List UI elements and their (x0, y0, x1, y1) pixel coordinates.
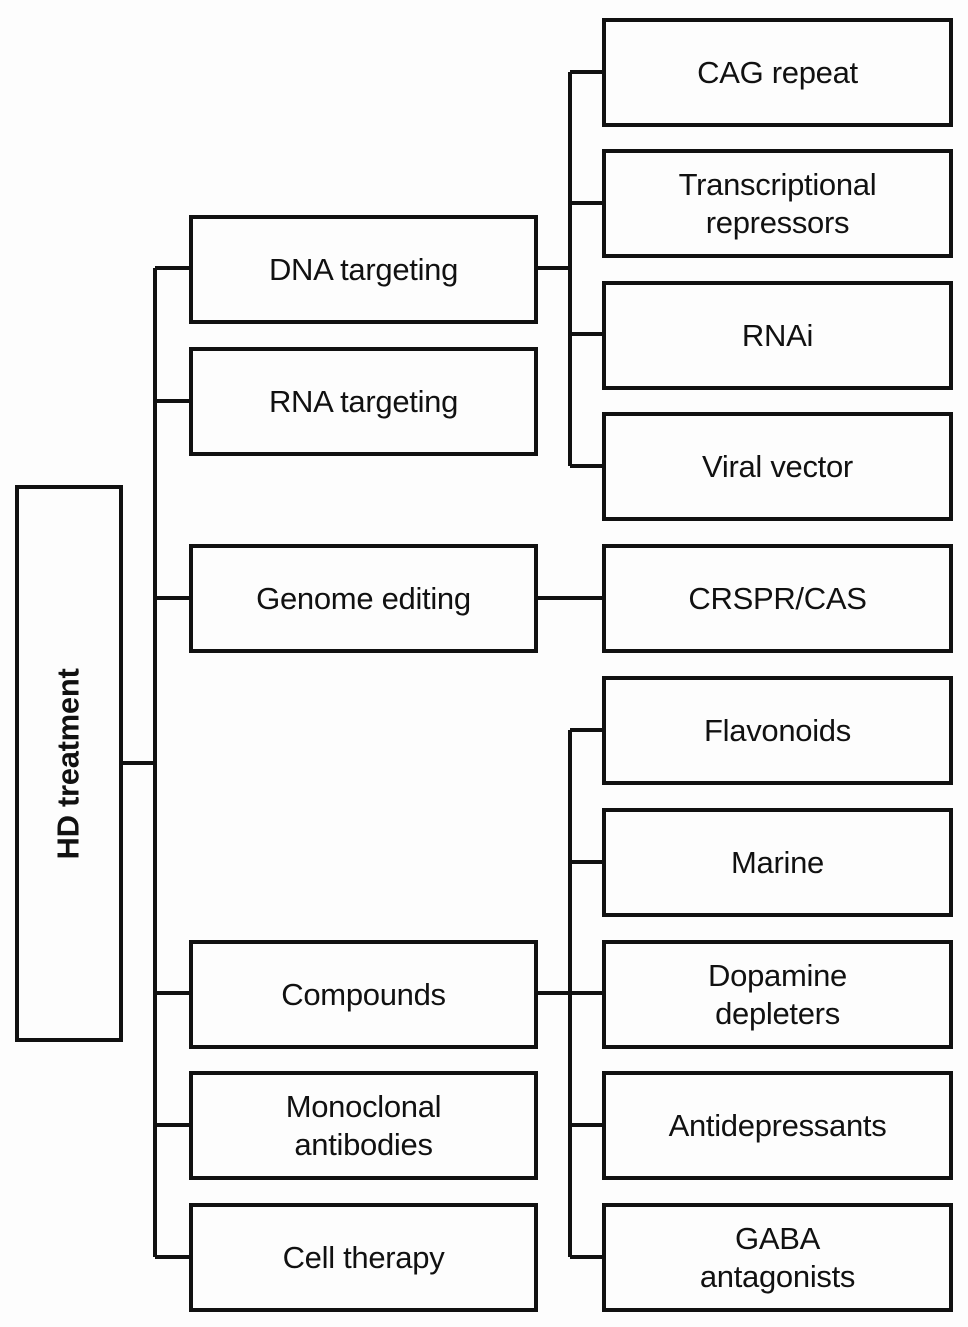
node-gaba-antagonists: GABA antagonists (602, 1203, 953, 1312)
node-label: Transcriptional repressors (678, 166, 877, 240)
node-label: Antidepressants (668, 1107, 887, 1143)
node-label: Viral vector (702, 448, 853, 484)
node-label: GABA antagonists (699, 1220, 856, 1294)
node-label: Marine (731, 844, 824, 880)
node-monoclonal-antibodies: Monoclonal antibodies (189, 1071, 538, 1180)
node-dopamine-depleters: Dopamine depleters (602, 940, 953, 1049)
node-cag-repeat: CAG repeat (602, 18, 953, 127)
node-transcriptional-repressors: Transcriptional repressors (602, 149, 953, 258)
node-label: CRSPR/CAS (688, 580, 867, 616)
node-label: CAG repeat (697, 54, 858, 90)
root-label: HD treatment (51, 667, 87, 860)
node-genome-editing: Genome editing (189, 544, 538, 653)
node-label: Compounds (281, 976, 446, 1012)
node-label: Genome editing (256, 580, 471, 616)
node-flavonoids: Flavonoids (602, 676, 953, 785)
node-crspr-cas: CRSPR/CAS (602, 544, 953, 653)
node-label: RNA targeting (268, 383, 459, 419)
node-rnai: RNAi (602, 281, 953, 390)
root-node-hd-treatment: HD treatment (15, 485, 123, 1042)
node-dna-targeting: DNA targeting (189, 215, 538, 324)
node-cell-therapy: Cell therapy (189, 1203, 538, 1312)
node-compounds: Compounds (189, 940, 538, 1049)
node-label: Cell therapy (282, 1239, 445, 1275)
node-label: Dopamine depleters (708, 957, 847, 1031)
node-viral-vector: Viral vector (602, 412, 953, 521)
node-label: RNAi (741, 317, 814, 353)
node-antidepressants: Antidepressants (602, 1071, 953, 1180)
node-label: Flavonoids (704, 712, 851, 748)
node-rna-targeting: RNA targeting (189, 347, 538, 456)
node-label: Monoclonal antibodies (285, 1088, 442, 1162)
node-marine: Marine (602, 808, 953, 917)
node-label: DNA targeting (268, 251, 459, 287)
